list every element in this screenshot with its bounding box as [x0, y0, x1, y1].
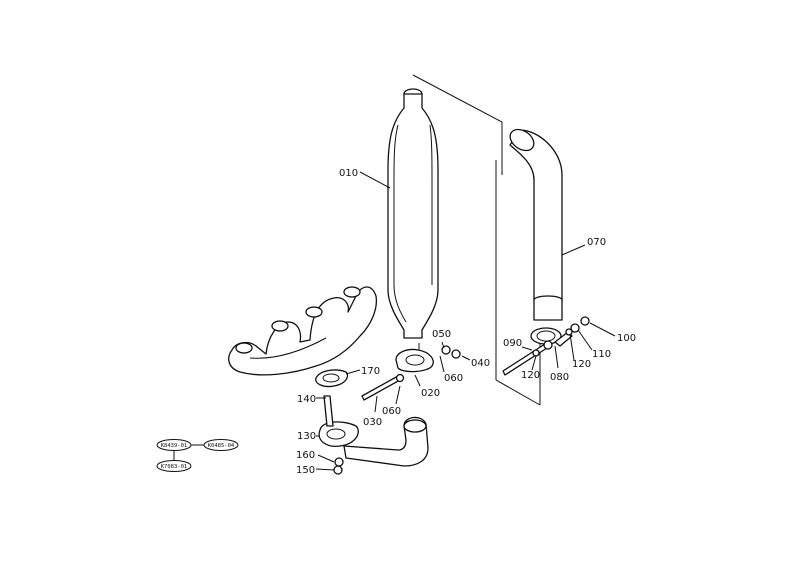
ref-label-3: K7083-01: [161, 464, 188, 470]
clamp-part: [530, 327, 573, 347]
callout-100: 100: [617, 333, 636, 344]
muffler-part: [387, 88, 439, 339]
ref-bubble-3: [156, 460, 192, 472]
callout-110: 110: [592, 349, 611, 360]
callout-070: 070: [587, 237, 606, 248]
callout-060-b: 060: [382, 406, 401, 417]
fastener-set-part: [532, 316, 590, 357]
reference-group: K8439-01 K0485-04 K7083-01: [156, 439, 239, 472]
gasket-part: [315, 369, 349, 388]
callout-060-a: 060: [444, 373, 463, 384]
callout-030: 030: [363, 417, 382, 428]
callout-160: 160: [296, 450, 315, 461]
callout-010: 010: [339, 168, 358, 179]
callout-040: 040: [471, 358, 490, 369]
callout-150: 150: [296, 465, 315, 476]
callout-130: 130: [297, 431, 316, 442]
callout-020: 020: [421, 388, 440, 399]
nuts-150-160-part: [333, 457, 344, 475]
callout-labels: 010 020 030 040 050 060 060 070 080 090 …: [296, 168, 636, 476]
callout-170: 170: [361, 366, 380, 377]
tail-pipe-part: [509, 128, 563, 321]
callout-120-b: 120: [521, 370, 540, 381]
ref-label-1: K8439-01: [161, 443, 188, 449]
bolts-030-040-part: [361, 345, 461, 401]
callout-120-a: 120: [572, 359, 591, 370]
callout-140: 140: [297, 394, 316, 405]
callout-080: 080: [550, 372, 569, 383]
leader-lines: [315, 171, 616, 471]
ref-label-2: K0485-04: [208, 443, 235, 449]
callout-090: 090: [503, 338, 522, 349]
ref-bubble-2: [203, 439, 239, 451]
stud-part: [323, 395, 334, 427]
flange-020-part: [395, 348, 434, 373]
ref-bubble-1: [156, 439, 192, 451]
exhaust-elbow-part: [318, 416, 429, 467]
callout-050: 050: [432, 329, 451, 340]
exhaust-manifold-part: [228, 286, 378, 376]
